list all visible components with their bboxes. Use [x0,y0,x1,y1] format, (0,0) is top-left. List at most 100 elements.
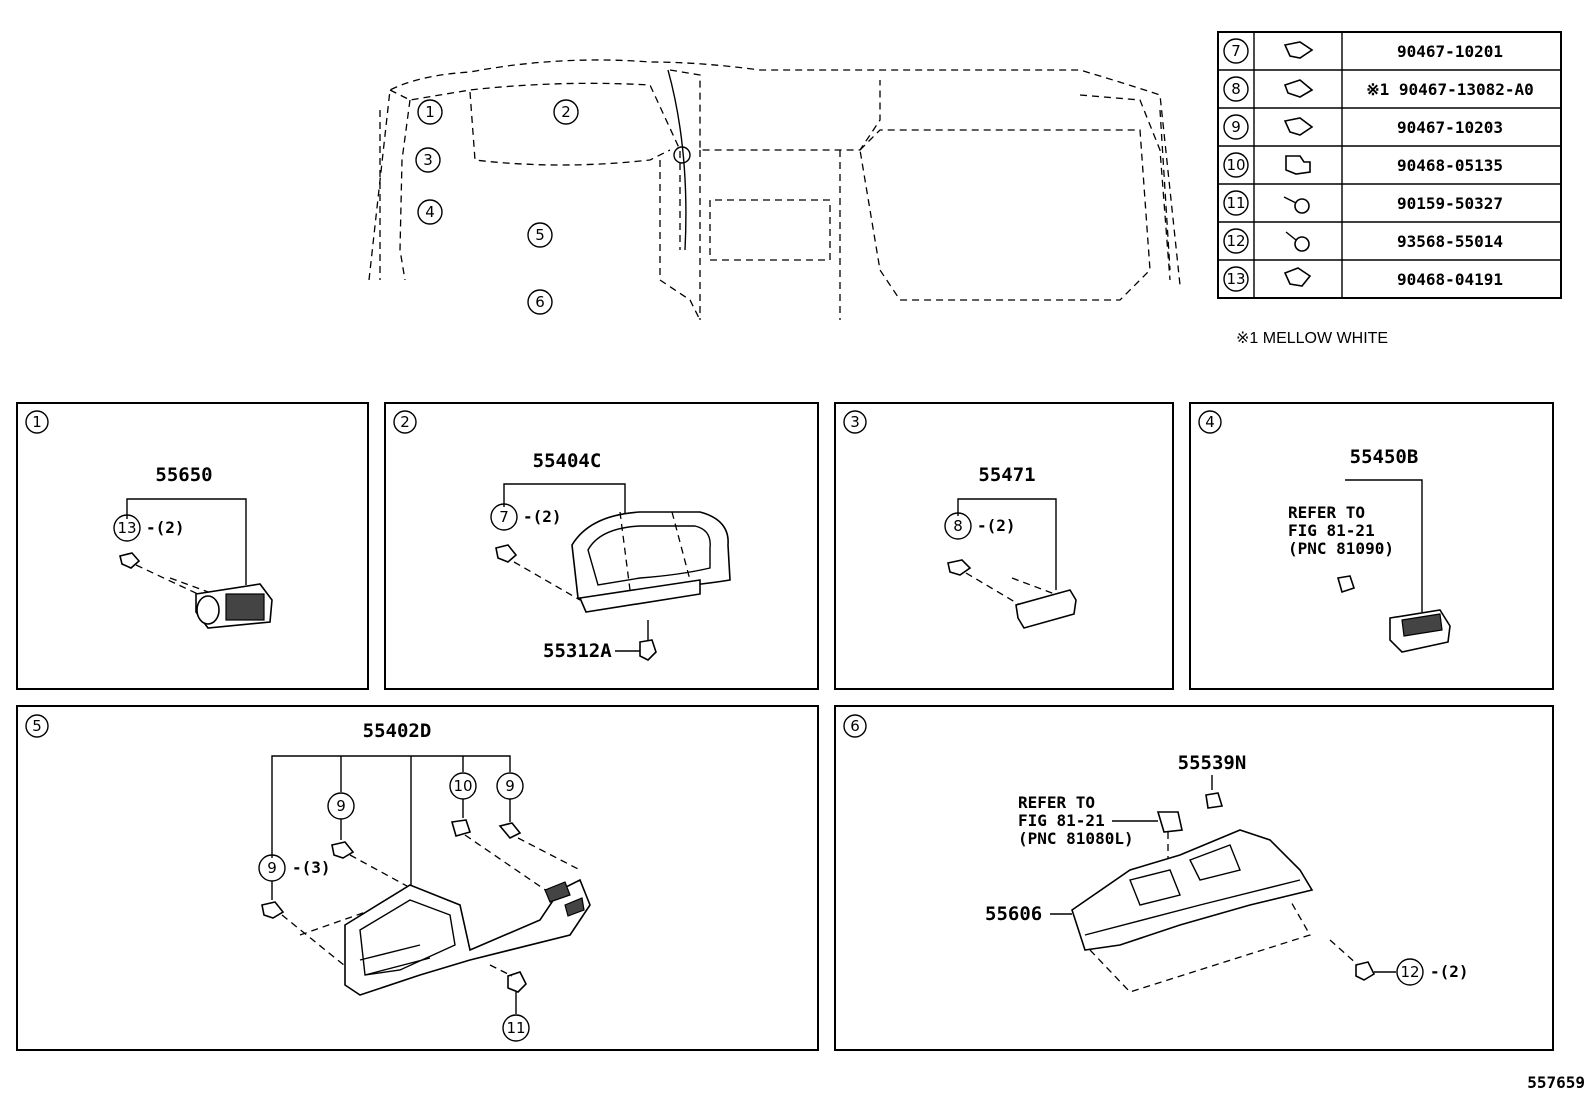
svg-text:※1 90467-13082-A0: ※1 90467-13082-A0 [1366,80,1534,99]
svg-text:9: 9 [336,797,346,815]
overview-callout-1: 1 [417,99,443,125]
lid-part [1015,589,1077,629]
part-number: 55471 [978,464,1035,486]
clip-icon [1283,79,1314,98]
clip-icon [498,822,522,839]
overview-callout-3: 3 [415,147,441,173]
clip-icon [119,552,141,569]
callout-9: 9 [327,792,355,820]
svg-text:3: 3 [850,413,860,431]
svg-text:3: 3 [423,151,433,169]
svg-text:(PNC 81080L): (PNC 81080L) [1018,829,1134,848]
part-number: 55606 [985,903,1042,925]
svg-text:2: 2 [400,413,410,431]
svg-text:7: 7 [499,508,509,526]
svg-text:13: 13 [1226,270,1245,288]
svg-text:5: 5 [535,226,545,244]
svg-text:6: 6 [850,717,860,735]
part-number: 55312A [543,640,612,662]
table-row: 10 90468-05135 [1223,152,1503,178]
panel-2: 2 55404C 7 -(2) 55312A [384,402,819,690]
nut-clip-icon [450,819,472,837]
part-number: 55539N [1178,752,1247,774]
svg-text:-(2): -(2) [146,518,185,537]
svg-text:-(2): -(2) [523,507,562,526]
svg-text:8: 8 [953,517,963,535]
svg-text:-(2): -(2) [1430,962,1469,981]
svg-text:9: 9 [505,777,515,795]
svg-text:-(2): -(2) [977,516,1016,535]
svg-text:13: 13 [117,519,136,537]
callout-12: 12 [1396,958,1424,986]
dashboard-overview [368,59,1181,321]
lower-panel-part [344,878,591,996]
svg-text:7: 7 [1231,42,1241,60]
clip-icon [1283,117,1314,136]
connector-icon [1336,575,1356,594]
panel-4: 4 55450B REFER TO FIG 81-21 (PNC 81090) [1189,402,1554,690]
callout-11: 11 [502,1014,530,1042]
connector-icon [1156,811,1183,833]
svg-text:1: 1 [32,413,42,431]
svg-text:-(3): -(3) [292,858,331,877]
svg-text:(PNC 81090): (PNC 81090) [1288,539,1394,558]
svg-text:90468-04191: 90468-04191 [1397,270,1503,289]
clip-icon [947,559,972,576]
panel-1: 1 55650 13 -(2) [16,402,369,690]
svg-text:90468-05135: 90468-05135 [1397,156,1503,175]
svg-text:REFER TO: REFER TO [1018,793,1095,812]
table-row: 9 90467-10203 [1223,114,1503,140]
overview-callout-5: 5 [527,222,553,248]
callout-10: 10 [449,772,477,800]
table-note: ※1 MELLOW WHITE [1236,330,1388,347]
part-number: 55450B [1350,446,1419,468]
svg-text:9: 9 [1231,118,1241,136]
screw-icon [1329,939,1376,981]
svg-text:2: 2 [561,103,571,121]
svg-text:4: 4 [1205,413,1215,431]
switch-part [1389,609,1451,653]
svg-text:93568-55014: 93568-55014 [1397,232,1503,251]
clip-icon [1283,267,1312,287]
table-row: 7 90467-10201 [1223,38,1503,64]
svg-text:REFER TO: REFER TO [1288,503,1365,522]
svg-text:9: 9 [267,859,277,877]
screw-icon [1283,196,1310,214]
svg-text:90159-50327: 90159-50327 [1397,194,1503,213]
nut-clip-icon [1285,155,1311,175]
parts-table [1217,31,1562,299]
table-row: 12 93568-55014 [1223,228,1503,254]
svg-text:90467-10203: 90467-10203 [1397,118,1503,137]
clip-icon [261,901,285,919]
callout-7: 7 [490,503,518,531]
figure-id: 557659 [1527,1073,1585,1092]
overview-callout-4: 4 [417,199,443,225]
svg-text:10: 10 [453,777,472,795]
screw-icon [489,964,527,993]
svg-text:11: 11 [1226,194,1245,212]
screw-icon [1285,231,1310,252]
svg-text:90467-10201: 90467-10201 [1397,42,1503,61]
table-row: 8 ※1 90467-13082-A0 [1223,76,1534,102]
panel-6: 6 55539N REFER TO FIG 81-21 (PNC 81080L)… [834,705,1554,1051]
callout-9: 9 [496,772,524,800]
svg-text:1: 1 [425,103,435,121]
part-number: 55650 [155,464,212,486]
panel-3: 3 55471 8 -(2) [834,402,1174,690]
overview-callout-2: 2 [553,99,579,125]
svg-text:FIG 81-21: FIG 81-21 [1018,811,1105,830]
svg-text:6: 6 [535,293,545,311]
table-row: 11 90159-50327 [1223,190,1503,216]
callout-9: 9 [258,854,286,882]
svg-text:5: 5 [32,717,42,735]
connector-icon [1205,792,1224,809]
part-number: 55404C [533,450,602,472]
svg-text:12: 12 [1400,963,1419,981]
svg-text:12: 12 [1226,232,1245,250]
clip-icon [331,841,355,859]
under-cover-part [1071,829,1314,951]
screw-icon [639,620,657,661]
meter-hood-part [571,511,731,613]
svg-text:8: 8 [1231,80,1241,98]
